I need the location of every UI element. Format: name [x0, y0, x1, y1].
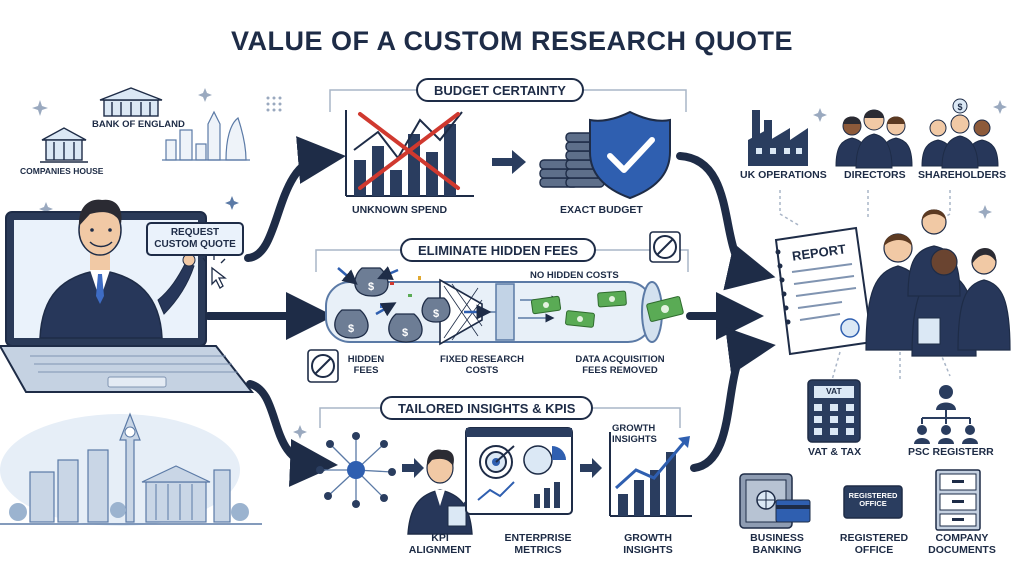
tailored-insights-heading: TAILORED INSIGHTS & KPIs [380, 396, 594, 420]
svg-text:$: $ [402, 327, 408, 339]
directors-people-icon [835, 109, 913, 169]
bank-building-icon [99, 87, 163, 117]
sparkle-decorations [32, 88, 1007, 439]
org-chart-icon [914, 385, 978, 444]
network-icon [316, 432, 396, 508]
dotted-connectors [779, 190, 951, 381]
registered-office-label: REGISTERED OFFICE [839, 532, 909, 556]
calculator-icon [807, 379, 861, 443]
companies-house-icon [40, 127, 88, 163]
svg-text:$: $ [433, 308, 439, 320]
no-hidden-fees-icon [307, 349, 339, 383]
psc-register-label: PSC REGISTERR [908, 446, 994, 458]
small-arrows [337, 266, 492, 320]
step-arrows [402, 458, 602, 478]
businessman-icon [39, 199, 196, 339]
filing-cabinet-icon [935, 469, 981, 531]
factory-icon [748, 110, 808, 166]
fixed-research-costs-label: FIXED RESEARCH COSTS [440, 354, 524, 376]
growth-chart-icon [609, 432, 692, 517]
target-icon [465, 427, 573, 515]
exact-budget-label: EXACT BUDGET [560, 204, 643, 216]
svg-text:$: $ [957, 102, 962, 112]
office-sign-icon [843, 485, 903, 519]
london-skyline-icon [162, 110, 250, 161]
no-hidden-costs-label: NO HIDDEN COSTS [530, 270, 619, 281]
bar-chart-icon [345, 110, 474, 197]
bank-of-england-label: BANK OF ENGLAND [92, 119, 185, 130]
eliminate-hidden-fees-heading: ELIMINATE HIDDEN FEES [400, 238, 597, 262]
cursor-hand-icon [202, 255, 227, 289]
team-people-icon [865, 209, 1011, 357]
directors-label: DIRECTORS [844, 169, 906, 181]
growth-insights-chart-label: GROWTH INSIGHTS [612, 423, 657, 445]
city-skyline-icon [0, 412, 262, 526]
enterprise-metrics-label: ENTERPRISE METRICS [504, 532, 572, 556]
shield-check-icon [589, 110, 671, 200]
hidden-fees-label: HIDDEN FEES [347, 354, 385, 376]
bag-symbols: $ $ $ $ [348, 281, 439, 339]
flow-arrows [204, 136, 776, 487]
right-arrow-icon [492, 150, 526, 174]
vat-tax-label: VAT & TAX [808, 446, 862, 458]
dollar-bill-icon [530, 290, 684, 328]
uk-operations-label: UK OPERATIONS [740, 169, 827, 181]
svg-text:$: $ [348, 323, 354, 335]
growth-insights-label: GROWTH INSIGHTS [623, 532, 673, 556]
svg-text:$: $ [368, 281, 374, 293]
safe-icon [739, 473, 811, 529]
fees-removed-label: DATA ACQUISITION FEES REMOVED [575, 354, 665, 376]
page-title: VALUE OF A CUSTOM RESEARCH QUOTE [230, 26, 794, 56]
company-documents-label: COMPANY DOCUMENTS [928, 532, 996, 556]
companies-house-label: COMPANIES HOUSE [20, 166, 104, 176]
registered-office-sign: REGISTERED OFFICE [848, 491, 898, 509]
kpi-alignment-label: KPI ALIGNMENT [408, 532, 472, 556]
shareholders-label: SHAREHOLDERS [918, 169, 1007, 181]
unknown-spend-label: UNKNOWN SPEND [352, 204, 448, 216]
budget-certainty-heading: BUDGET CERTAINTY [416, 78, 584, 102]
shareholders-people-icon: $ [921, 98, 999, 169]
money-bag-icon [334, 267, 451, 343]
business-banking-label: BUSINESS BANKING [750, 532, 804, 556]
vat-tag: VAT [826, 386, 842, 396]
request-custom-quote-button[interactable]: REQUEST CUSTOM QUOTE [146, 222, 244, 256]
no-fee-icon [649, 231, 681, 263]
